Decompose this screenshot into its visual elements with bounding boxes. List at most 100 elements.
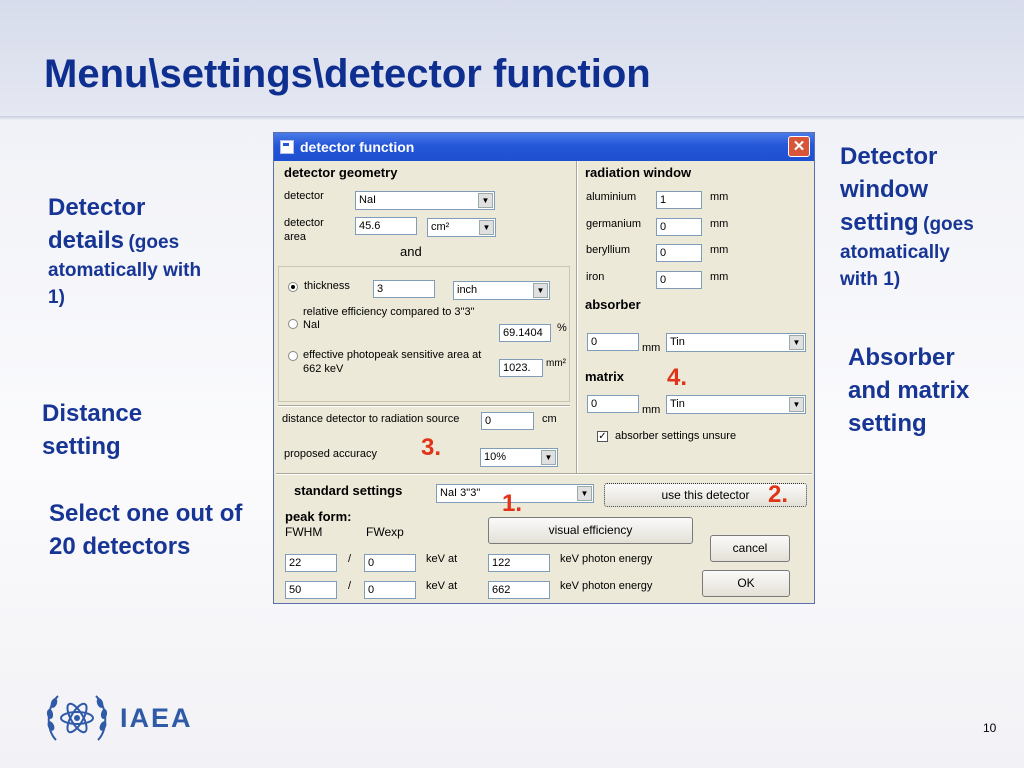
annotation-window-setting-note: (goes atomatically with 1) (840, 214, 974, 290)
window-germanium-input[interactable]: 0 (656, 218, 702, 236)
distance-input[interactable]: 0 (481, 412, 534, 430)
matrix-unit: mm (642, 404, 661, 416)
use-this-detector-button[interactable]: use this detector (604, 483, 807, 507)
area-input[interactable]: 45.6 (355, 217, 417, 235)
peak-form-header: peak form: (285, 509, 352, 524)
releff-label-2: NaI (303, 319, 321, 331)
matrix-material-value: Tin (670, 398, 685, 410)
chevron-down-icon[interactable]: ▼ (533, 283, 548, 298)
photopeak-radio[interactable] (288, 351, 298, 361)
kev-energy-label-2: keV photon energy (560, 580, 653, 592)
chevron-down-icon[interactable]: ▼ (541, 450, 556, 465)
distance-unit: cm (542, 413, 557, 425)
standard-settings-select[interactable]: NaI 3"3" ▼ (436, 484, 594, 503)
title-divider (0, 116, 1024, 120)
cancel-button[interactable]: cancel (710, 535, 790, 562)
thickness-label: thickness (304, 280, 350, 292)
accuracy-select[interactable]: 10% ▼ (480, 448, 558, 467)
chevron-down-icon[interactable]: ▼ (577, 486, 592, 501)
fwhm-input-2[interactable]: 50 (285, 581, 337, 599)
chevron-down-icon[interactable]: ▼ (789, 335, 804, 350)
dialog-title: detector function (300, 139, 415, 155)
kev-at-label-2: keV at (426, 580, 458, 592)
relative-efficiency-radio[interactable] (288, 319, 298, 329)
window-iron-input[interactable]: 0 (656, 271, 702, 289)
accuracy-value: 10% (484, 451, 507, 463)
area-label-1: detector (284, 217, 324, 229)
window-aluminium-label: aluminium (586, 191, 637, 203)
thickness-input[interactable]: 3 (373, 280, 435, 298)
detector-type-select[interactable]: NaI ▼ (355, 191, 495, 210)
ok-button[interactable]: OK (702, 570, 790, 597)
releff-unit: % (557, 322, 567, 334)
absorber-header: absorber (585, 297, 641, 312)
window-icon (280, 140, 294, 154)
annotation-window-setting-main: Detector window setting (840, 143, 938, 236)
annotation-select-detector: Select one out of 20 detectors (49, 500, 243, 560)
window-header: radiation window (585, 165, 692, 180)
annotation-detector-details-note: (goes atomatically with 1) (48, 232, 202, 308)
chevron-down-icon[interactable]: ▼ (479, 220, 494, 235)
area-unit-select[interactable]: cm² ▼ (427, 218, 496, 237)
fwexp-input-2[interactable]: 0 (364, 581, 416, 599)
matrix-thickness-input[interactable]: 0 (587, 395, 639, 413)
window-iron-unit: mm (710, 271, 729, 283)
energy-input-1[interactable]: 122 (488, 554, 550, 572)
fwexp-input-1[interactable]: 0 (364, 554, 416, 572)
distance-divider (278, 405, 570, 407)
slash-separator-2: / (348, 580, 352, 592)
energy-input-2[interactable]: 662 (488, 581, 550, 599)
dialog-titlebar[interactable]: detector function ✕ (274, 133, 814, 161)
photopeak-label-2: 662 keV (303, 363, 344, 375)
thickness-unit-select[interactable]: inch ▼ (453, 281, 550, 300)
chevron-down-icon[interactable]: ▼ (478, 193, 493, 208)
title-band (0, 0, 1024, 118)
area-unit-value: cm² (431, 221, 450, 233)
marker-2: 2. (768, 481, 789, 508)
area-label-2: area (284, 231, 307, 243)
geometry-header: detector geometry (284, 165, 398, 180)
annotation-detector-details-main: Detector details (48, 194, 146, 254)
marker-3: 3. (421, 434, 442, 461)
visual-efficiency-button[interactable]: visual efficiency (488, 517, 693, 544)
annotation-distance-setting: Distance setting (42, 400, 143, 460)
thickness-radio[interactable] (288, 282, 298, 292)
close-icon[interactable]: ✕ (788, 136, 810, 157)
window-beryllium-unit: mm (710, 244, 729, 256)
annotation-window-setting: Detector window setting (goes atomatical… (840, 140, 990, 293)
window-beryllium-input[interactable]: 0 (656, 244, 702, 262)
detector-label: detector (284, 190, 324, 202)
chevron-down-icon[interactable]: ▼ (789, 397, 804, 412)
marker-4: 4. (667, 364, 688, 391)
window-aluminium-input[interactable]: 1 (656, 191, 702, 209)
fwexp-label: FWexp (366, 525, 404, 539)
fwhm-input-1[interactable]: 22 (285, 554, 337, 572)
matrix-material-select[interactable]: Tin ▼ (666, 395, 806, 414)
slide-title: Menu\settings\detector function (44, 52, 651, 96)
absorber-thickness-input[interactable]: 0 (587, 333, 639, 351)
fwhm-label: FWHM (285, 525, 323, 539)
slash-separator-1: / (348, 553, 352, 565)
section-divider (276, 473, 812, 475)
detector-function-dialog: detector function ✕ detector geometry de… (273, 132, 815, 604)
absorber-material-select[interactable]: Tin ▼ (666, 333, 806, 352)
photopeak-input[interactable]: 1023. (499, 359, 543, 377)
distance-label: distance detector to radiation source (282, 413, 460, 425)
page-number: 10 (983, 721, 997, 735)
iaea-logo-text: IAEA (120, 703, 193, 733)
kev-at-label-1: keV at (426, 553, 458, 565)
absorber-unsure-checkbox[interactable]: ✓ (597, 431, 608, 442)
absorber-material-value: Tin (670, 336, 685, 348)
photopeak-label-1: effective photopeak sensitive area at (303, 349, 482, 361)
standard-settings-label: standard settings (294, 483, 403, 498)
absorber-unsure-label: absorber settings unsure (615, 430, 737, 442)
window-germanium-unit: mm (710, 218, 729, 230)
thickness-unit-value: inch (457, 284, 478, 296)
accuracy-label: proposed accuracy (284, 448, 377, 460)
releff-label-1: relative efficiency compared to 3"3" (303, 306, 475, 318)
releff-input[interactable]: 69.1404 (499, 324, 551, 342)
annotation-absorber-matrix: Absorber and matrix setting (848, 344, 970, 437)
standard-settings-value: NaI 3"3" (440, 487, 481, 499)
and-label: and (400, 244, 422, 259)
window-germanium-label: germanium (586, 218, 642, 230)
